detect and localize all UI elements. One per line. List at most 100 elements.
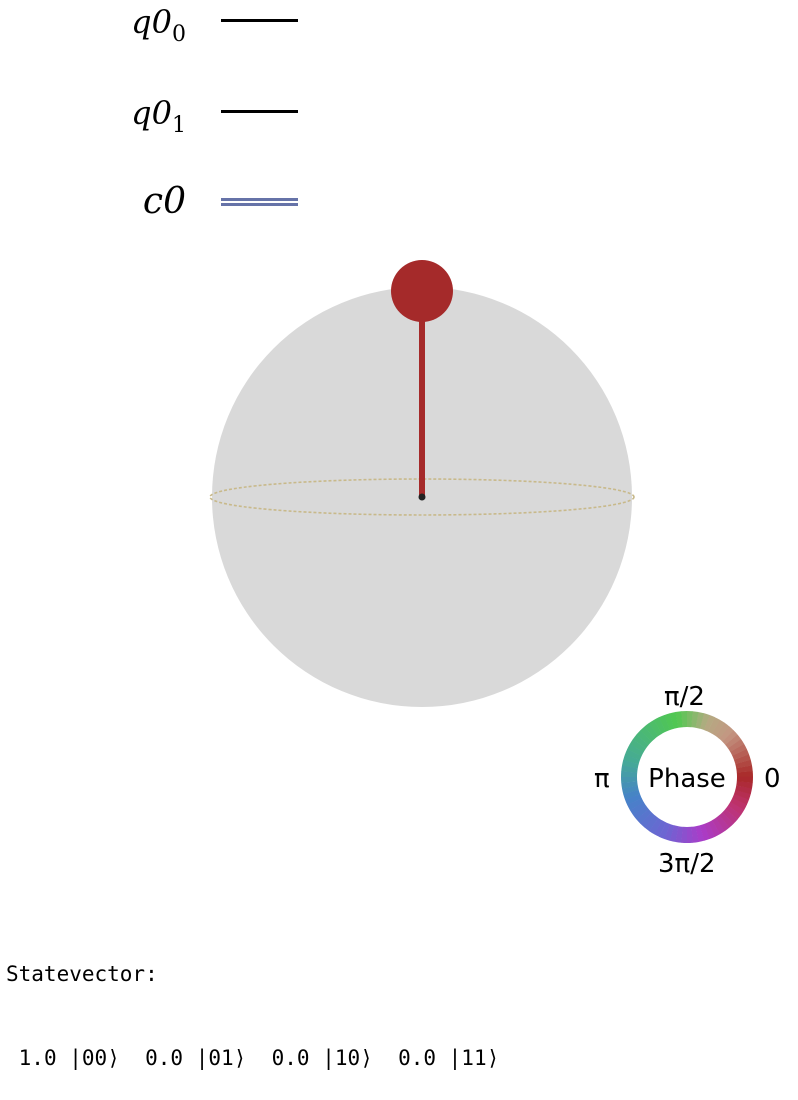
wire-label-q0-1: q01 <box>131 94 186 137</box>
phase-ring-segment <box>725 734 742 749</box>
phase-ring-segment <box>664 713 675 731</box>
phase-ring-segment <box>735 759 752 769</box>
wire-index: 0 <box>172 22 186 47</box>
phase-ring-segment <box>711 719 725 737</box>
phase-ring-segment <box>627 744 644 757</box>
q-sphere <box>209 260 635 707</box>
phase-ring-segment <box>654 820 667 837</box>
phase-ring-segment <box>659 822 671 840</box>
phase-ring-segment <box>687 826 694 844</box>
phase-ring-segment <box>636 730 652 746</box>
phase-ring-segment <box>686 710 693 728</box>
phase-label-left: π <box>594 764 610 794</box>
phase-ring-segment <box>675 826 683 843</box>
phase-ring-segment <box>623 754 641 765</box>
wire-name: c0 <box>142 181 186 222</box>
sphere-equator <box>209 478 635 516</box>
phase-ring-segment <box>621 765 638 773</box>
phase-ring-segment <box>707 717 720 734</box>
sv-ket: |10⟩ <box>322 1046 373 1070</box>
phase-center-label: Phase <box>648 764 726 794</box>
phase-ring-segment <box>733 754 751 765</box>
phase-ring-segment <box>715 815 730 832</box>
phase-ring-segment <box>736 765 753 773</box>
phase-ring-segment <box>736 770 753 777</box>
phase-ring-segment <box>629 739 647 753</box>
phase-ring-segment <box>621 781 638 789</box>
phase-ring-segment <box>636 809 652 824</box>
sv-amplitude: 0.0 <box>145 1046 184 1070</box>
phase-ring-segment <box>712 817 726 835</box>
phase-label-top: π/2 <box>664 682 705 712</box>
phase-ring-segment <box>727 738 745 752</box>
phase-label-right: 0 <box>764 764 781 794</box>
sv-ket: |00⟩ <box>69 1046 120 1070</box>
phase-ring-segment <box>640 726 655 742</box>
quantum-wire-q0-1 <box>221 110 298 113</box>
phase-ring-segment <box>675 711 683 728</box>
phase-ring-segment <box>649 817 663 835</box>
phase-ring-segment <box>623 789 641 800</box>
phase-ring-segment <box>704 822 716 840</box>
phase-ring-segment <box>681 826 688 843</box>
phase-ring-segment <box>629 802 647 816</box>
phase-ring-segment <box>691 826 699 843</box>
sv-amplitude: 1.0 <box>18 1046 57 1070</box>
phase-ring-segment <box>715 722 730 739</box>
sphere-center-dot <box>418 493 426 501</box>
phase-ring-segment <box>658 714 670 732</box>
phase-ring-segment <box>620 771 638 778</box>
statevector-heading: Statevector: <box>6 962 158 986</box>
phase-ring-segment <box>732 748 750 760</box>
phase-ring-segment <box>624 749 642 761</box>
phase-ring-segment <box>680 711 687 728</box>
sv-amplitude: 0.0 <box>271 1046 310 1070</box>
phase-ring-segment <box>627 798 644 811</box>
phase-ring-segment <box>708 820 721 837</box>
sv-ket: |01⟩ <box>195 1046 247 1070</box>
phase-ring-segment <box>644 722 659 739</box>
phase-ring-segment <box>732 793 750 805</box>
phase-ring-segment <box>622 785 639 795</box>
phase-label-bottom: 3π/2 <box>658 849 716 879</box>
wire-label-c0: c0 <box>143 184 186 220</box>
phase-ring-segment <box>653 717 666 734</box>
phase-ring-segment <box>719 812 734 828</box>
phase-ring-segment <box>722 808 738 824</box>
phase-ring-segment <box>699 713 710 731</box>
phase-ring-segment <box>703 714 715 732</box>
phase-ring-segment <box>664 823 675 841</box>
wire-index: 1 <box>172 113 186 138</box>
phase-wheel: Phase <box>620 710 753 844</box>
phase-ring-segment <box>632 805 649 820</box>
wire-name: q0 <box>131 94 172 132</box>
phase-ring-segment <box>727 801 745 815</box>
sv-amplitude: 0.0 <box>398 1046 436 1070</box>
phase-ring-segment <box>624 794 642 806</box>
statevector-terms: 1.0 |00⟩ 0.0 |01⟩ 0.0 |10⟩ 0.0 |11⟩ <box>6 1044 500 1072</box>
phase-ring-segment <box>691 711 699 728</box>
phase-ring-segment <box>640 812 656 828</box>
phase-ring-segment <box>733 789 751 800</box>
statevector-output: Statevector: 1.0 |00⟩ 0.0 |01⟩ 0.0 |10⟩ … <box>6 904 499 1100</box>
phase-ring-segment <box>730 743 747 756</box>
phase-ring-segment <box>722 730 738 745</box>
phase-ring-segment <box>699 823 710 841</box>
phase-ring-segment <box>718 726 734 742</box>
sv-ket: |11⟩ <box>448 1046 500 1070</box>
quantum-wire-q0-0 <box>221 19 298 22</box>
classical-wire-c0 <box>221 198 298 206</box>
phase-ring <box>620 710 753 844</box>
phase-ring-segment <box>621 777 638 784</box>
phase-ring-segment <box>736 781 753 789</box>
wire-name: q0 <box>131 3 172 41</box>
phase-ring-segment <box>736 776 753 783</box>
phase-ring-segment <box>632 734 649 749</box>
phase-ring-segment <box>725 805 742 820</box>
phase-ring-segment <box>648 719 662 737</box>
wire-label-q0-0: q00 <box>131 3 186 46</box>
phase-ring-segment <box>669 712 679 729</box>
phase-ring-segment <box>644 815 659 832</box>
phase-ring-segment <box>695 825 705 842</box>
state-vector-head <box>391 260 453 322</box>
